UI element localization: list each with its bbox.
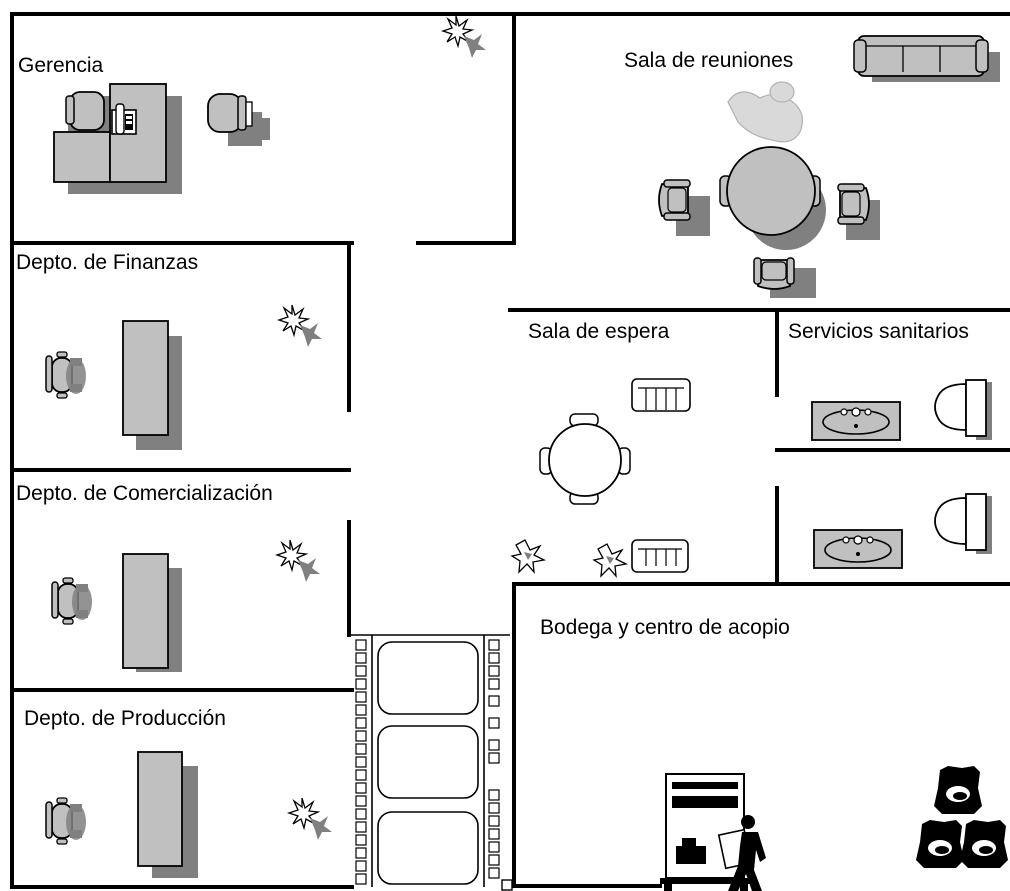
sink-icon <box>813 529 903 569</box>
conveyor-cell <box>488 789 500 801</box>
room-label-gerencia: Gerencia <box>18 54 104 77</box>
desk-icon <box>137 751 198 878</box>
room-gerencia: Gerencia <box>18 15 487 194</box>
conveyor-cell <box>488 802 500 814</box>
conveyor-cell <box>355 821 367 833</box>
room-servicios-sanitarios: Servicios sanitarios <box>788 320 993 569</box>
office-chair-icon <box>207 93 270 146</box>
sack-icon <box>960 820 1008 868</box>
sofa-icon <box>631 539 689 573</box>
conveyor-cell <box>355 652 367 664</box>
conveyor-cell <box>488 652 500 664</box>
conveyor-cell <box>488 867 500 879</box>
plant-icon <box>278 304 323 348</box>
sink-icon <box>811 401 901 441</box>
conveyor-cell <box>355 834 367 846</box>
room-label-sanitarios: Servicios sanitarios <box>788 320 969 343</box>
desk-icon <box>122 553 182 672</box>
conveyor-cell <box>488 639 500 651</box>
conveyor-cell <box>355 743 367 755</box>
round-table-icon <box>719 146 826 250</box>
conveyor-cell <box>488 828 500 840</box>
person-icon <box>727 81 803 143</box>
room-label-finanzas: Depto. de Finanzas <box>16 251 198 274</box>
room-label-produccion: Depto. de Producción <box>24 707 226 730</box>
armchair-icon <box>837 183 880 240</box>
conveyor-cell <box>488 815 500 827</box>
room-bodega: Bodega y centro de acopio <box>540 616 1008 891</box>
conveyor-cell <box>355 782 367 794</box>
sofa-icon <box>631 378 691 412</box>
room-sala-espera: Sala de espera <box>510 320 691 578</box>
conveyor-cell <box>355 717 367 729</box>
conveyor-cell <box>355 665 367 677</box>
conveyor-left-track <box>355 639 367 885</box>
room-comercializacion: Depto. de Comercialización <box>16 482 321 672</box>
armchair-icon <box>658 179 710 236</box>
sack-icon <box>934 766 982 814</box>
walls <box>10 12 1010 889</box>
conveyor-cell <box>355 756 367 768</box>
conveyor-cell <box>355 639 367 651</box>
conveyor-cell <box>355 795 367 807</box>
conveyor-cell <box>488 717 500 729</box>
office-chair-icon <box>51 577 93 625</box>
room-label-comercializacion: Depto. de Comercialización <box>16 482 273 505</box>
conveyor-cell <box>355 860 367 872</box>
office-chair-icon <box>45 797 87 845</box>
plant-icon <box>592 543 629 578</box>
armchair-icon <box>753 257 816 298</box>
conveyor-right-track <box>488 639 500 879</box>
conveyor-cell <box>488 695 500 707</box>
room-label-reuniones: Sala de reuniones <box>624 49 793 72</box>
sofa-icon <box>853 35 1000 82</box>
conveyor-cell <box>488 678 500 690</box>
plant-icon <box>276 539 321 583</box>
round-table-icon <box>539 413 631 505</box>
room-label-bodega: Bodega y centro de acopio <box>540 616 790 639</box>
office-chair-icon <box>45 351 87 399</box>
room-label-espera: Sala de espera <box>528 320 670 343</box>
conveyor-cell <box>355 704 367 716</box>
conveyor-cell <box>488 665 500 677</box>
toilet-icon <box>934 379 993 441</box>
room-produccion: Depto. de Producción <box>24 707 333 878</box>
conveyor-cell <box>355 678 367 690</box>
sack-icon <box>916 820 964 868</box>
office-chair-icon <box>65 91 105 131</box>
conveyor-cell <box>488 752 500 764</box>
conveyor-cell <box>355 691 367 703</box>
desk-icon <box>122 320 182 450</box>
conveyor-cell <box>355 808 367 820</box>
conveyor-cell <box>355 873 367 885</box>
worker-icon <box>717 815 766 891</box>
telephone-icon <box>111 103 137 135</box>
plant-icon <box>288 797 333 841</box>
conveyor-cell <box>488 841 500 853</box>
conveyor-icon <box>349 634 513 891</box>
conveyor-cell <box>355 730 367 742</box>
room-finanzas: Depto. de Finanzas <box>16 251 323 450</box>
conveyor-cell <box>355 847 367 859</box>
conveyor-cell <box>355 769 367 781</box>
plant-icon <box>510 539 547 574</box>
toilet-icon <box>934 493 993 555</box>
room-sala-reuniones: Sala de reuniones <box>624 35 1000 298</box>
conveyor-cell <box>488 739 500 751</box>
conveyor-cell <box>488 854 500 866</box>
plant-icon <box>442 15 487 59</box>
